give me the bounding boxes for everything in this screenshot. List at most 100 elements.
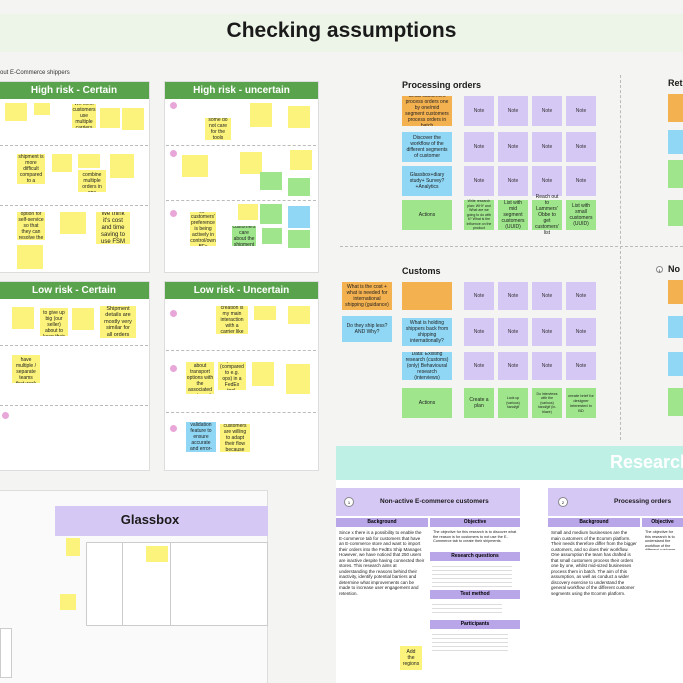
sticky-note[interactable]: Biggest customers' preference is being a… bbox=[190, 212, 216, 246]
sticky-note[interactable]: Shipment details are mostly very similar… bbox=[100, 306, 136, 338]
research-question-sticky[interactable] bbox=[668, 130, 683, 154]
note-sticky[interactable]: Note bbox=[464, 166, 494, 196]
action-sticky[interactable]: Write research plan: WHY and What are we… bbox=[464, 199, 494, 230]
sticky-note[interactable] bbox=[290, 150, 312, 170]
action-sticky[interactable]: Create a plan bbox=[464, 388, 494, 418]
note-sticky[interactable]: Note bbox=[498, 318, 528, 346]
sticky-note[interactable] bbox=[72, 308, 94, 330]
sticky-note[interactable] bbox=[288, 230, 310, 248]
sticky-note[interactable] bbox=[17, 245, 43, 269]
sticky-note[interactable] bbox=[110, 154, 134, 178]
sticky-note[interactable] bbox=[288, 306, 310, 324]
note-sticky[interactable]: Note bbox=[464, 352, 494, 380]
assumption-sticky[interactable] bbox=[668, 280, 683, 304]
actions-label[interactable] bbox=[668, 200, 683, 226]
sticky-note[interactable]: Users require the lowest price (compared… bbox=[218, 362, 246, 390]
action-sticky[interactable]: create brief for designer interested in … bbox=[566, 388, 596, 418]
sticky-note[interactable] bbox=[66, 538, 80, 556]
sticky-note[interactable] bbox=[52, 154, 72, 172]
sticky-note[interactable]: We think customers use multiple carriers bbox=[72, 104, 96, 128]
sticky-note[interactable] bbox=[122, 108, 144, 130]
note-sticky[interactable]: Note bbox=[464, 318, 494, 346]
sticky-note[interactable] bbox=[12, 307, 34, 329]
sticky-note[interactable] bbox=[252, 362, 274, 386]
sticky-note[interactable] bbox=[260, 172, 282, 190]
note-sticky[interactable]: Note bbox=[532, 166, 562, 196]
sticky-note[interactable] bbox=[262, 228, 282, 244]
method-sticky[interactable]: Data: Existing research (customs) (only)… bbox=[402, 352, 452, 380]
sticky-note[interactable]: I need total transparency about transpor… bbox=[186, 362, 214, 394]
note-sticky[interactable]: Note bbox=[464, 132, 494, 162]
glassbox-table[interactable] bbox=[86, 542, 268, 626]
method-sticky[interactable] bbox=[668, 352, 683, 376]
note-sticky[interactable]: Note bbox=[498, 96, 528, 126]
sticky-note[interactable] bbox=[34, 103, 50, 115]
sticky-note[interactable] bbox=[146, 546, 168, 562]
sticky-note[interactable] bbox=[286, 364, 310, 394]
assumption-sticky[interactable]: What is the cost + what is needed for in… bbox=[342, 282, 392, 310]
assumption-sticky[interactable] bbox=[402, 282, 452, 310]
assumption-sticky[interactable]: Small customers process orders one by on… bbox=[402, 96, 452, 126]
note-sticky[interactable]: Note bbox=[566, 132, 596, 162]
sticky-note[interactable]: Shipment creation is my main interaction… bbox=[216, 306, 248, 334]
sticky-note[interactable] bbox=[238, 204, 258, 220]
note-sticky[interactable]: Note bbox=[566, 166, 596, 196]
sticky-note[interactable]: Add the regions bbox=[400, 646, 422, 670]
note-sticky[interactable]: Note bbox=[532, 96, 562, 126]
sticky-note[interactable]: Large customers have multiple / separate… bbox=[12, 355, 40, 383]
note-sticky[interactable]: Note bbox=[532, 318, 562, 346]
actions-label[interactable] bbox=[668, 388, 683, 416]
sticky-note[interactable] bbox=[60, 594, 76, 610]
research-question-sticky[interactable]: Discover the workflow of the different s… bbox=[402, 132, 452, 162]
action-sticky[interactable]: Do interviews with the (various) hand/gi… bbox=[532, 388, 562, 418]
assumption-sticky[interactable] bbox=[668, 94, 683, 122]
note-sticky[interactable]: Note bbox=[498, 166, 528, 196]
sticky-note[interactable] bbox=[288, 178, 310, 196]
sticky-note[interactable]: I can imagine some do not care for the t… bbox=[205, 118, 231, 140]
note-sticky[interactable]: Note bbox=[532, 282, 562, 310]
sticky-note[interactable]: We think it's cost and time saving to us… bbox=[96, 212, 130, 244]
method-sticky[interactable]: Glassbox+diary study+ Survey? +Analytics bbox=[402, 166, 452, 196]
sticky-note[interactable]: They like to have an option for self-ser… bbox=[17, 212, 45, 240]
note-sticky[interactable]: Note bbox=[498, 132, 528, 162]
sticky-note[interactable] bbox=[250, 103, 272, 127]
action-sticky[interactable]: Reach out to Lammers' Obbe to get custom… bbox=[532, 194, 562, 236]
sticky-note[interactable]: Our customers don't want to give up big … bbox=[40, 308, 68, 336]
note-sticky[interactable]: Note bbox=[566, 352, 596, 380]
action-sticky[interactable]: List with small customers (UUID) bbox=[566, 200, 596, 230]
sticky-note[interactable]: SMB customers are willing to adapt their… bbox=[220, 424, 250, 452]
method-sticky[interactable] bbox=[668, 160, 683, 188]
sticky-note[interactable] bbox=[240, 152, 262, 174]
sticky-note[interactable] bbox=[78, 154, 100, 168]
action-sticky[interactable]: Look up (various) hand/gif bbox=[498, 388, 528, 418]
actions-label[interactable]: Actions bbox=[402, 200, 452, 230]
sticky-note[interactable] bbox=[100, 108, 120, 128]
sticky-note[interactable]: Customers want to combine multiple order… bbox=[78, 170, 106, 192]
action-sticky[interactable]: List with mid segment customers (UUID) bbox=[498, 200, 528, 230]
note-sticky[interactable]: Note bbox=[566, 96, 596, 126]
note-sticky[interactable]: Note bbox=[498, 352, 528, 380]
sticky-note[interactable] bbox=[254, 306, 276, 320]
sticky-note[interactable] bbox=[182, 155, 208, 177]
sticky-note[interactable] bbox=[60, 212, 86, 234]
sticky-note[interactable] bbox=[288, 106, 310, 128]
sticky-note[interactable]: Creating a international shipment is mor… bbox=[17, 154, 45, 184]
sticky-note[interactable] bbox=[5, 103, 27, 121]
note-sticky[interactable]: Note bbox=[464, 282, 494, 310]
note-sticky[interactable]: Note bbox=[498, 282, 528, 310]
note-sticky[interactable]: Note bbox=[566, 282, 596, 310]
sticky-note[interactable] bbox=[260, 204, 282, 224]
background-text: Small and medium businesses are the main… bbox=[551, 530, 637, 596]
note-sticky[interactable]: Note bbox=[532, 352, 562, 380]
note-sticky[interactable]: Note bbox=[532, 132, 562, 162]
sticky-note[interactable]: Require address validation feature to en… bbox=[186, 422, 216, 452]
research-question-sticky[interactable] bbox=[668, 316, 683, 338]
note-sticky[interactable]: Note bbox=[566, 318, 596, 346]
actions-label[interactable]: Actions bbox=[402, 388, 452, 418]
sticky-note[interactable]: We think customers care about the shipme… bbox=[232, 226, 256, 246]
research-question-sticky[interactable]: What is holding shippers back from shipp… bbox=[402, 318, 452, 346]
sticky-note[interactable] bbox=[288, 206, 310, 228]
research-question-sticky[interactable]: Do they ship less? AND Why? bbox=[342, 316, 392, 342]
note-sticky[interactable]: Note bbox=[464, 96, 494, 126]
